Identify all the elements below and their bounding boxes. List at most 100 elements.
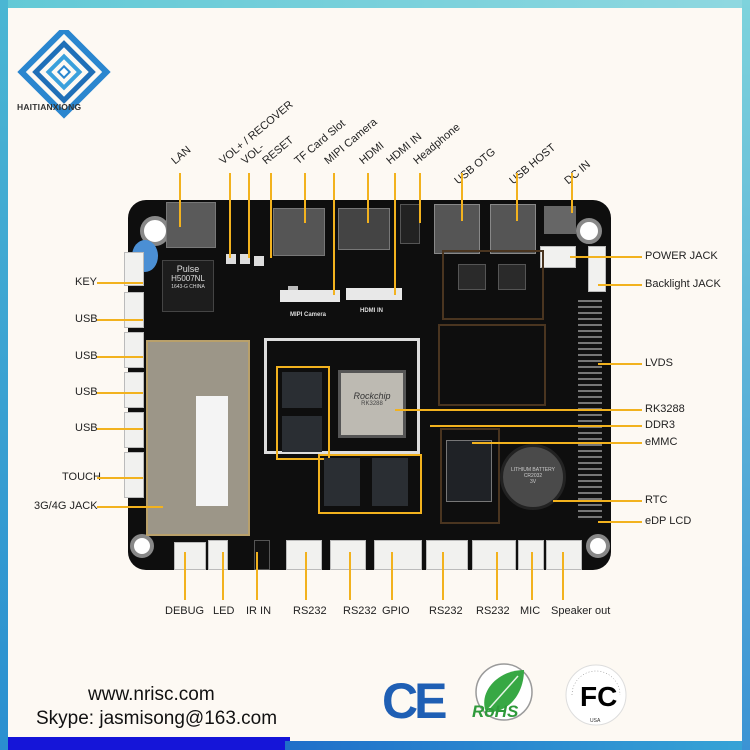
ir-receiver <box>254 540 270 570</box>
usb-host-port <box>490 204 536 254</box>
label-ddr3: DDR3 <box>645 419 675 431</box>
callout-line <box>395 409 642 411</box>
usb-connector-1 <box>124 292 144 328</box>
label-edp-lcd: eDP LCD <box>645 515 692 527</box>
ddr3-chip <box>324 458 360 506</box>
label-usb-3: USB <box>75 386 98 398</box>
callout-line <box>553 500 642 502</box>
key-connector <box>124 252 144 286</box>
callout-line <box>598 363 642 365</box>
skype-contact: Skype: jasmisong@163.com <box>36 708 278 729</box>
callout-line <box>97 506 163 508</box>
pcb-board: Pulse H5007NL 1643-G CHINA MIPI Camera H… <box>124 200 611 570</box>
ddr3-chip <box>282 416 322 452</box>
rs232-connector-3 <box>426 540 468 570</box>
callout-line <box>367 173 369 223</box>
rohs-leaf-icon <box>475 663 533 721</box>
callout-line <box>430 425 642 427</box>
label-emmc: eMMC <box>645 436 678 448</box>
mipi-camera-connector <box>280 290 340 302</box>
callout-line <box>256 552 258 600</box>
ddr3-lower-outline <box>318 454 422 514</box>
mount-hole-icon <box>586 534 610 558</box>
headphone-jack <box>400 204 420 244</box>
label-speaker-out: Speaker out <box>551 605 611 617</box>
diamond-lattice-logo-icon <box>17 30 111 119</box>
power-section-outline <box>442 250 544 320</box>
led-connector <box>208 540 228 570</box>
right-border <box>742 0 750 750</box>
emmc-chip <box>446 440 492 502</box>
hdmi-in-connector <box>346 288 402 300</box>
gpio-connector <box>374 540 422 570</box>
callout-line <box>598 284 642 286</box>
rs232-connector-2 <box>330 540 366 570</box>
website-link[interactable]: www.nrisc.com <box>88 684 215 705</box>
callout-line <box>97 428 143 430</box>
rk3288-chip: Rockchip RK3288 <box>338 370 406 438</box>
callout-line <box>97 356 143 358</box>
top-border <box>0 0 750 8</box>
label-rtc: RTC <box>645 494 668 506</box>
rs232-connector-4 <box>472 540 516 570</box>
vol-plus-button[interactable] <box>226 254 236 264</box>
callout-line <box>97 392 143 394</box>
reset-button[interactable] <box>254 256 264 266</box>
usb-connector-2 <box>124 332 144 368</box>
callout-line <box>562 552 564 600</box>
callout-line <box>97 319 143 321</box>
inductor <box>458 264 486 290</box>
inductor <box>498 264 526 290</box>
soc-outline <box>264 338 420 454</box>
label-usb-2: USB <box>75 350 98 362</box>
callout-line <box>442 552 444 600</box>
callout-line <box>270 173 272 258</box>
callout-line <box>496 552 498 600</box>
usb-connector-4 <box>124 412 144 448</box>
mipi-silkscreen: MIPI Camera <box>290 312 327 318</box>
callout-line <box>229 173 231 258</box>
lan-port <box>166 202 216 248</box>
label-power-jack: POWER JACK <box>645 250 718 262</box>
footer-band-left <box>8 737 290 750</box>
label-lvds: LVDS <box>645 357 673 369</box>
callout-line <box>570 256 642 258</box>
ddr3-chip <box>372 458 408 506</box>
callout-line <box>304 173 306 223</box>
callout-line <box>394 173 396 295</box>
emmc-outline <box>440 428 500 524</box>
vol-minus-button[interactable] <box>240 254 250 264</box>
label-backlight-jack: Backlight JACK <box>645 278 721 290</box>
fcc-seal-icon: FC USA <box>565 664 627 726</box>
callout-line <box>516 173 518 221</box>
callout-line <box>97 477 143 479</box>
callout-line <box>598 521 642 523</box>
rohs-text: RoHS <box>472 702 519 721</box>
mount-hole-icon <box>576 218 602 244</box>
callout-line <box>179 173 181 227</box>
callout-line <box>472 442 642 444</box>
ddr3-chip <box>282 372 322 408</box>
callout-line <box>248 173 250 258</box>
debug-connector <box>174 542 206 570</box>
mount-hole-icon <box>130 534 154 558</box>
label-key: KEY <box>75 276 98 288</box>
label-rs232-2: RS232 <box>343 605 377 617</box>
ce-mark-icon: CE <box>382 673 447 729</box>
callout-line <box>571 173 573 213</box>
callout-line <box>305 552 307 600</box>
rtc-battery: LITHIUM BATTERY CR2032 3V <box>500 444 566 510</box>
label-rs232-1: RS232 <box>293 605 327 617</box>
svg-text:USA: USA <box>590 718 601 724</box>
tf-card-slot <box>273 208 325 256</box>
callout-line <box>461 173 463 221</box>
touch-connector <box>124 452 144 498</box>
callout-line <box>184 552 186 600</box>
pmic-section-outline <box>438 324 546 406</box>
label-rs232-3: RS232 <box>429 605 463 617</box>
label-3g4g-jack: 3G/4G JACK <box>34 500 98 512</box>
module-label-sticker <box>196 396 228 506</box>
hdmi-port <box>338 208 390 250</box>
label-touch: TOUCH <box>62 471 101 483</box>
label-usb-4: USB <box>75 422 98 434</box>
